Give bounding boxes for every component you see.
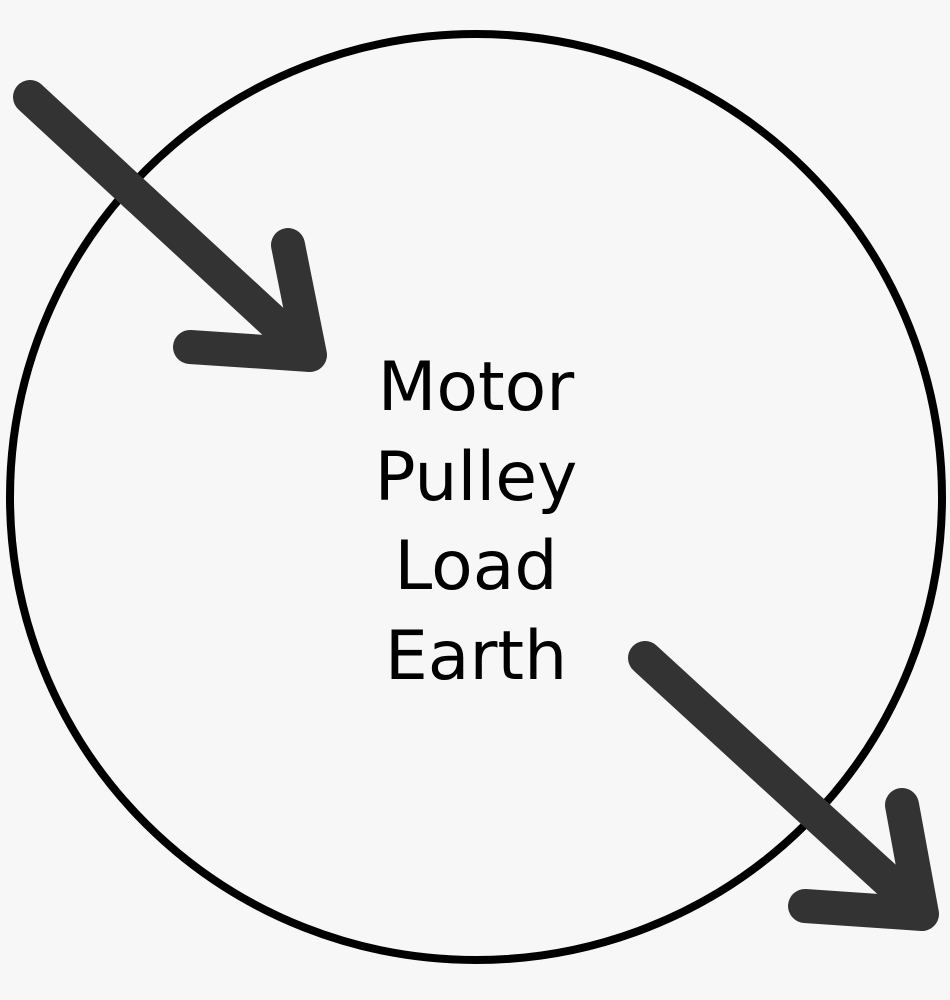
item-load: Load xyxy=(394,527,557,606)
arrow-in-icon xyxy=(13,80,327,372)
system-boundary-circle xyxy=(6,30,946,964)
component-list: Motor Pulley Load Earth xyxy=(375,348,578,696)
item-motor: Motor xyxy=(378,348,575,427)
item-pulley: Pulley xyxy=(375,438,578,517)
arrow-out-icon xyxy=(628,641,939,931)
item-earth: Earth xyxy=(385,617,567,696)
